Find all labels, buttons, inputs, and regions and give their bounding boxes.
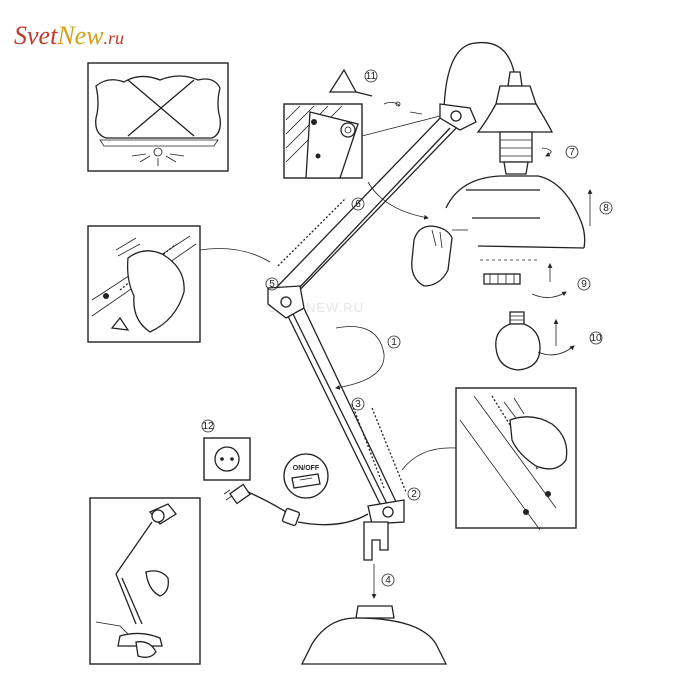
on-off-switch (281, 507, 301, 527)
svg-text:12: 12 (202, 421, 214, 432)
svg-text:7: 7 (569, 147, 575, 158)
svg-text:8: 8 (603, 203, 609, 214)
svg-text:11: 11 (366, 71, 377, 82)
hinge-detail-box (283, 103, 363, 179)
svg-text:10: 10 (590, 333, 602, 344)
spring-icon (277, 197, 407, 493)
svg-text:ON/OFF: ON/OFF (293, 465, 320, 472)
spring-detail-box-left (87, 225, 201, 343)
plug-icon (223, 483, 251, 505)
socket-icon (203, 437, 251, 481)
lamp-head (443, 41, 554, 175)
base-stem (363, 521, 389, 561)
hand-icon (411, 225, 453, 287)
switch-detail: ON/OFF (283, 453, 329, 499)
lamp-base (300, 605, 448, 665)
ring-parts (480, 259, 567, 298)
svg-text:2: 2 (411, 489, 417, 500)
lamp-arm (267, 103, 477, 525)
svg-text:6: 6 (355, 199, 361, 210)
bulb-icon (495, 311, 541, 371)
spring-detail-box-right (455, 387, 577, 531)
assembled-lamp-box (89, 497, 201, 665)
svg-text:5: 5 (269, 279, 275, 290)
site-logo: SvetNew.ru (14, 21, 124, 50)
wrench-icon (328, 68, 373, 97)
svg-text:1: 1 (391, 337, 397, 348)
no-cover-warning-icon (87, 62, 229, 172)
svg-text:9: 9 (581, 279, 587, 290)
shade (445, 175, 586, 249)
svg-text:3: 3 (355, 399, 361, 410)
svg-text:4: 4 (385, 575, 391, 586)
